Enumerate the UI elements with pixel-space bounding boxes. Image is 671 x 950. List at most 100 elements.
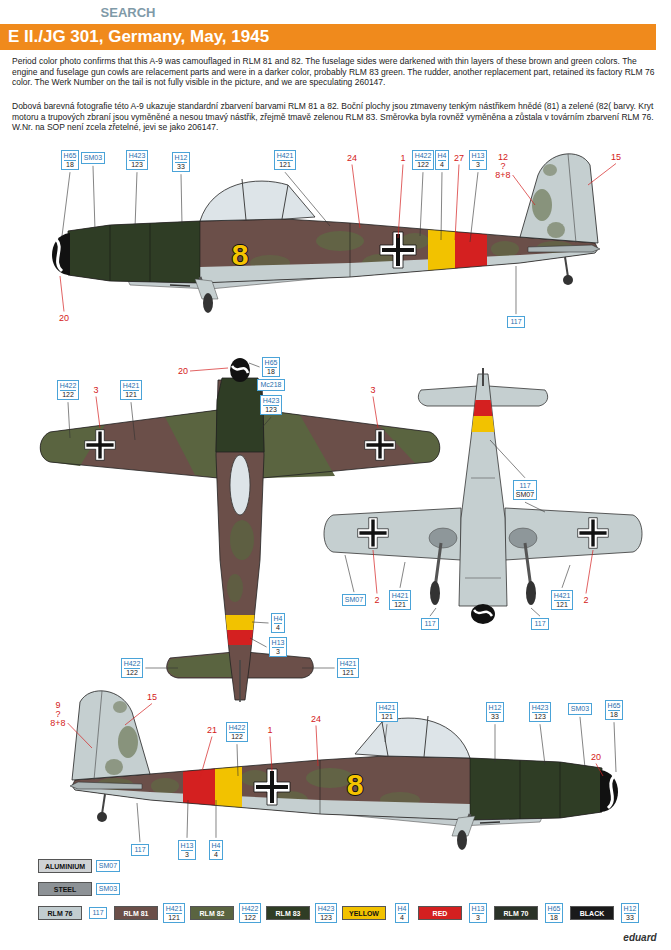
top-view-part: [40, 410, 218, 478]
callout-leader: [352, 165, 360, 229]
paint-code-box: H422122: [412, 150, 435, 170]
paint-code-box: H6518: [605, 700, 624, 720]
callout-number: 8+8: [50, 719, 65, 728]
leader-line: [62, 172, 70, 236]
callout-number: 1: [267, 726, 272, 735]
note-text: Dobová barevná fotografie této A-9 ukazu…: [12, 101, 658, 133]
callout-leader: [586, 550, 593, 594]
leader-line: [260, 417, 271, 430]
note-text: Period color photo confirms that this A-…: [12, 56, 658, 88]
paint-code: 4: [212, 850, 221, 859]
paint-code: H421: [392, 592, 409, 600]
paint-code-box: H133: [178, 840, 197, 860]
paint-code: SM07: [345, 596, 363, 604]
callout-leader: [200, 737, 212, 779]
paint-code: 117: [516, 482, 534, 490]
paint-code-box: H133: [469, 150, 488, 170]
color-swatch: RLM 70: [494, 906, 538, 920]
paint-code: 3: [272, 647, 285, 656]
paint-code: 18: [608, 710, 621, 719]
paint-code-box: H421121: [163, 903, 186, 923]
paint-code: H423: [263, 397, 280, 405]
paint-code: SM07: [516, 490, 534, 499]
callout-number: 20: [591, 753, 601, 762]
color-swatch: RLM 76: [38, 906, 82, 920]
paint-code-box: 117SM07: [513, 480, 537, 500]
leader-line: [137, 803, 140, 842]
legend-text: RLM 83: [276, 910, 301, 917]
paint-code-box: Mc218: [257, 379, 284, 391]
aircraft-marking: 8: [232, 240, 249, 270]
leader-line: [252, 622, 269, 623]
paint-code: 121: [277, 160, 294, 169]
bottom-view-part: [509, 528, 537, 548]
bottom-view-part: [482, 368, 484, 386]
paint-code-box: H133: [269, 637, 288, 657]
callout-number: ?: [55, 710, 60, 719]
color-swatch: RED: [418, 906, 462, 920]
bottom-view-part: [459, 374, 507, 606]
leader-line: [614, 722, 616, 772]
leader-line: [540, 724, 545, 765]
callout-number: 8+8: [495, 171, 510, 180]
bottom-view-part-part: [578, 518, 609, 549]
legend-text: STEEL: [54, 886, 77, 893]
paint-code: 18: [265, 367, 278, 376]
paint-code: SM07: [99, 862, 117, 870]
paint-code: 123: [532, 712, 549, 721]
callout-number: 3: [93, 386, 98, 395]
paint-code: H13: [181, 842, 194, 850]
paint-code-box: H6518: [262, 357, 281, 377]
paint-code: 123: [129, 160, 146, 169]
paint-code-box: H423123: [315, 903, 338, 923]
callout-leader: [373, 550, 377, 594]
legend-text: BLACK: [580, 910, 605, 917]
leader-line: [145, 668, 178, 669]
leader-line: [237, 744, 238, 776]
paint-code-box: H44: [271, 613, 286, 633]
top-view-part: [262, 410, 335, 478]
paint-code: H13: [472, 905, 485, 913]
paint-code: 117: [534, 620, 545, 628]
paint-code: 18: [548, 913, 561, 922]
top-view: [40, 358, 440, 702]
bottom-view-part: [526, 581, 536, 605]
callout-number: 3: [370, 386, 375, 395]
paint-code-box: SM03: [81, 152, 105, 164]
top-view-part: [40, 410, 218, 478]
paint-code-box: SM03: [96, 883, 120, 895]
paint-code: 121: [340, 668, 357, 677]
paint-code: SM03: [571, 705, 589, 713]
paint-code-box: SM07: [342, 594, 366, 606]
leader-line: [531, 608, 540, 616]
callout-leader: [513, 175, 535, 205]
legend-text: RLM 81: [124, 910, 149, 917]
bottom-view-part-part: [358, 518, 389, 549]
paint-code: 121: [379, 712, 396, 721]
color-swatch: ALUMINIUM: [38, 859, 92, 873]
paint-code: 121: [166, 913, 183, 922]
paint-code: H421: [166, 905, 183, 913]
paint-code: H4: [398, 905, 407, 913]
leader-line: [131, 402, 135, 440]
paint-code-box: H1233: [486, 702, 505, 722]
callout-leader: [60, 276, 64, 312]
leader-line: [93, 166, 95, 230]
leader-line: [345, 555, 354, 592]
callout-number: 9: [55, 701, 60, 710]
paint-code-box: SM03: [568, 703, 592, 715]
top-view-part: [232, 366, 248, 373]
paint-code: H423: [532, 704, 549, 712]
paint-code-box: H6518: [545, 903, 564, 923]
paint-code: 121: [123, 390, 140, 399]
callout-number: 2: [374, 596, 379, 605]
paint-code-box: H423123: [529, 702, 552, 722]
paint-code: H421: [554, 592, 571, 600]
paint-code: H422: [229, 724, 246, 732]
top-view-part: [227, 630, 253, 645]
leader-line: [285, 172, 330, 226]
paint-code: H12: [624, 905, 637, 913]
top-view-part: [168, 653, 232, 677]
paint-code: H4: [212, 842, 221, 850]
